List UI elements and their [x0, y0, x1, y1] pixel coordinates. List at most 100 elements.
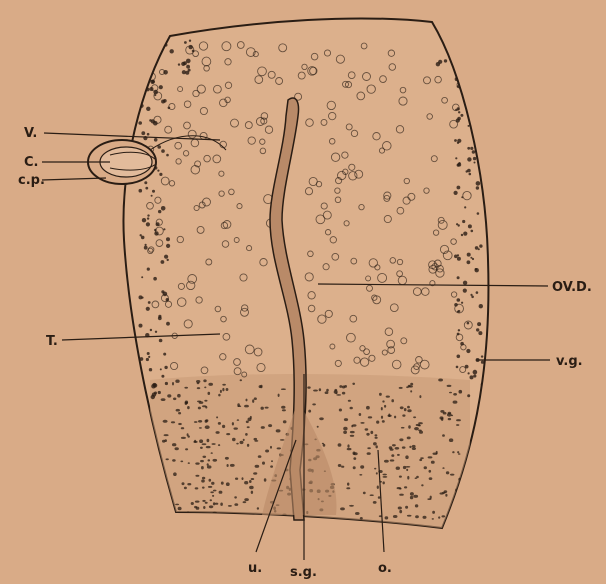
ovary-dot — [367, 452, 371, 455]
ovary-dot — [377, 486, 379, 489]
ovary-dot — [175, 380, 179, 383]
ovary-dot — [210, 499, 212, 501]
vitelline-dot — [156, 222, 160, 226]
ovary-dot — [383, 474, 387, 476]
testis-follicle — [453, 44, 459, 50]
vitelline-dot — [139, 375, 142, 378]
ovary-dot — [237, 403, 240, 406]
ovary-dot — [243, 501, 247, 503]
vitelline-dot — [456, 366, 459, 369]
vitelline-dot — [145, 80, 147, 82]
vitelline-dot — [479, 137, 482, 140]
ovary-dot — [382, 420, 385, 423]
vitelline-dot — [457, 276, 460, 279]
ovary-dot — [220, 390, 222, 393]
vitelline-dot — [152, 190, 155, 193]
vitelline-dot — [166, 244, 170, 248]
vitelline-dot — [467, 253, 471, 257]
ovary-dot — [182, 482, 185, 485]
ovary-dot — [442, 467, 444, 469]
ovary-dot — [172, 459, 176, 462]
ovary-dot — [391, 399, 394, 402]
ovary-dot — [384, 405, 386, 408]
vitelline-dot — [141, 131, 145, 135]
ovary-dot — [399, 494, 404, 496]
ovary-dot — [187, 483, 191, 485]
vitelline-dot — [164, 255, 168, 259]
vitelline-dot — [158, 391, 161, 394]
vitelline-dot — [460, 77, 464, 81]
vitelline-dot — [188, 69, 191, 72]
ovary-dot — [202, 500, 205, 502]
ovary-dot — [313, 390, 318, 392]
vitelline-dot — [478, 248, 480, 250]
ovary-dot — [383, 476, 388, 478]
ovary-dot — [365, 428, 369, 430]
vitelline-dot — [475, 268, 477, 270]
ovary-dot — [338, 464, 342, 467]
vitelline-dot — [457, 107, 460, 110]
vitelline-dot — [146, 222, 150, 226]
vitelline-dot — [154, 231, 158, 235]
ovary-dot — [363, 492, 366, 495]
ovary-dot — [308, 410, 311, 413]
ovary-dot — [181, 437, 186, 439]
vitelline-dot — [145, 244, 147, 246]
ovary-dot — [376, 445, 378, 448]
ovary-dot — [204, 387, 206, 389]
ovary-dot — [438, 516, 440, 518]
ovary-dot — [230, 464, 235, 467]
ovary-dot — [374, 468, 376, 470]
ovary-dot — [340, 507, 345, 510]
ovary-dot — [265, 407, 269, 409]
ovary-dot — [346, 487, 350, 489]
vitelline-dot — [153, 90, 158, 95]
ovary-dot — [175, 504, 179, 506]
ovary-dot — [407, 437, 411, 440]
vitelline-dot — [147, 214, 149, 216]
ovary-dot — [202, 443, 207, 445]
ovary-dot — [195, 501, 200, 503]
ovary-dot — [249, 486, 254, 489]
vitelline-dot — [476, 122, 479, 125]
ovary-dot — [366, 406, 370, 410]
ovary-dot — [407, 406, 410, 409]
ovary-dot — [226, 482, 230, 486]
vitelline-dot — [147, 352, 150, 355]
ovary-dot — [268, 424, 272, 427]
vitelline-dot — [178, 63, 180, 65]
vitelline-dot — [458, 310, 461, 313]
vitelline-dot — [458, 162, 460, 164]
ovary-dot — [431, 461, 435, 464]
ovary-dot — [420, 457, 424, 459]
ovary-dot — [202, 487, 205, 489]
ovary-dot — [270, 465, 273, 467]
vitelline-dot — [438, 60, 442, 64]
vitelline-dot — [471, 230, 474, 233]
ovary-dot — [410, 383, 413, 386]
ovary-dot — [254, 438, 258, 440]
vitelline-dot — [161, 260, 165, 264]
vitelline-dot — [457, 85, 460, 88]
ovary-dot — [244, 498, 249, 501]
ovary-dot — [421, 484, 423, 486]
vitelline-dot — [147, 133, 150, 136]
ovary-dot — [171, 421, 175, 423]
ovary-dot — [246, 421, 249, 424]
vitelline-dot — [140, 234, 142, 236]
vitelline-dot — [477, 322, 481, 326]
ovary-dot — [208, 383, 213, 386]
ovary-dot — [262, 462, 265, 465]
ovary-dot — [395, 447, 400, 450]
vitelline-dot — [473, 370, 478, 375]
ovary-dot — [352, 424, 356, 426]
ovary-dot — [206, 446, 211, 448]
vitelline-dot — [476, 100, 478, 102]
vitelline-dot — [165, 382, 168, 385]
ovary-dot — [367, 447, 371, 449]
ovary-dot — [373, 442, 377, 445]
ovary-dot — [259, 385, 262, 388]
ovary-dot — [198, 407, 201, 410]
ovary-dot — [406, 469, 408, 471]
label-u: u. — [248, 561, 262, 576]
